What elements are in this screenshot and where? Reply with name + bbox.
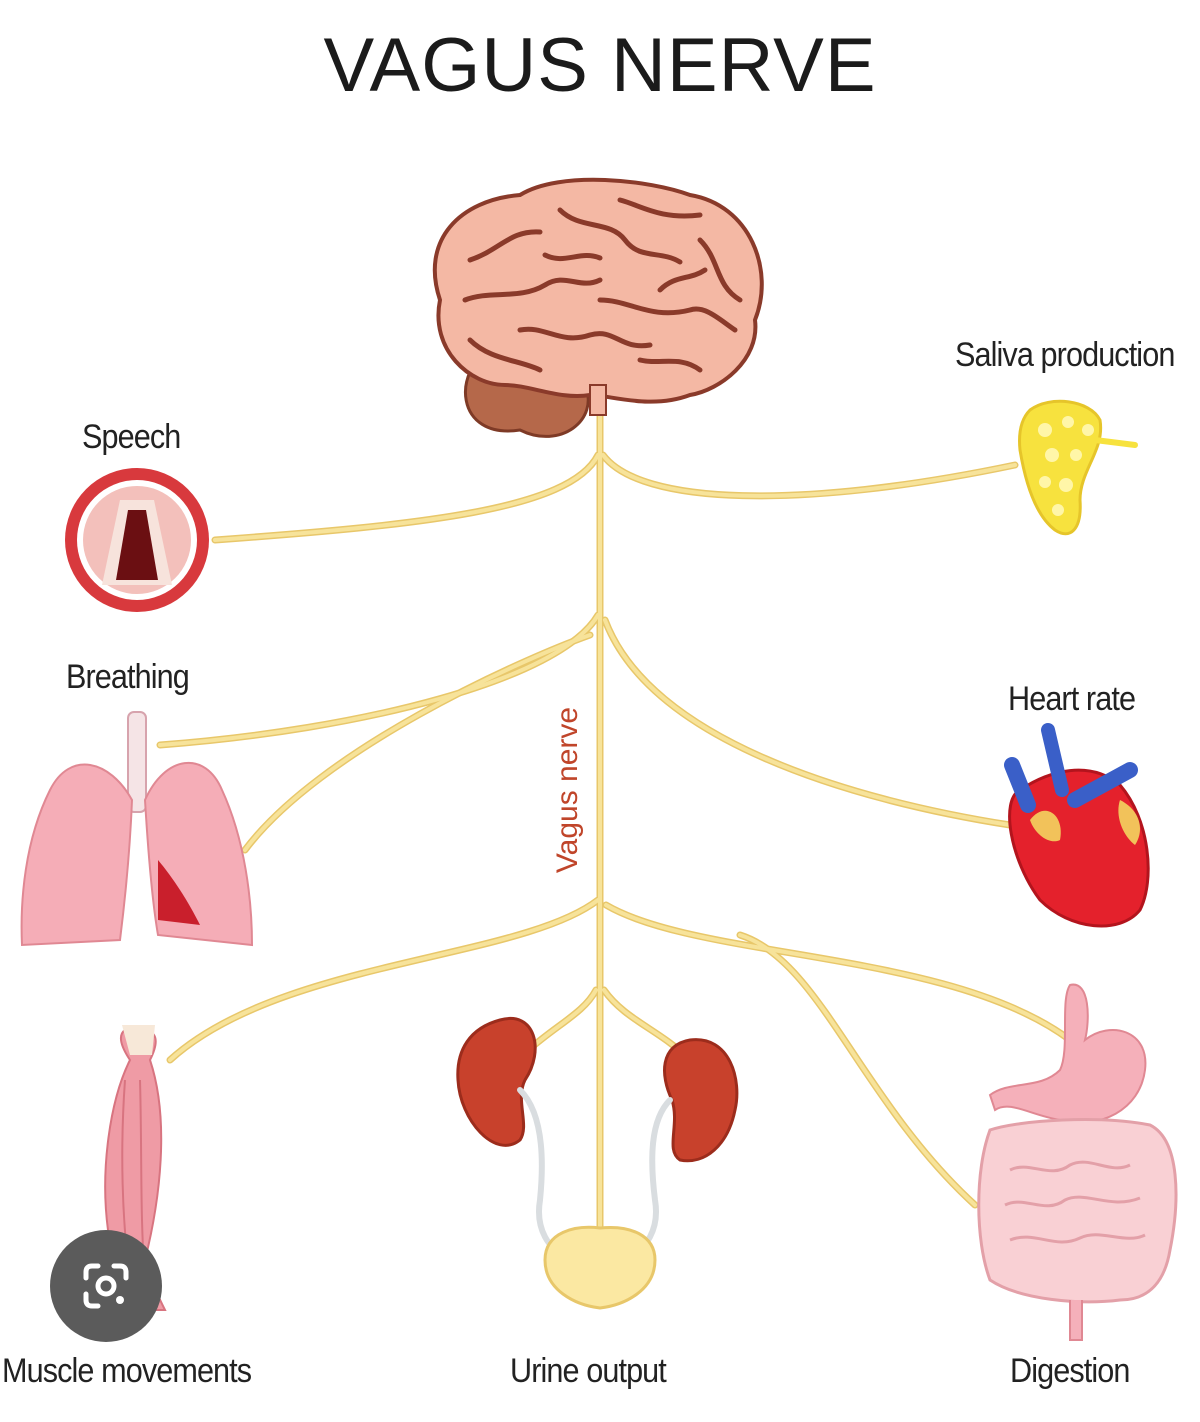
label-saliva-production: Saliva production bbox=[955, 336, 1175, 374]
label-muscle-movements: Muscle movements bbox=[2, 1352, 252, 1390]
heart-illustration bbox=[1004, 723, 1150, 928]
lungs-illustration bbox=[20, 711, 254, 947]
kidneys-illustration bbox=[456, 1016, 739, 1258]
nerve-branches bbox=[156, 391, 1074, 1239]
brain-illustration bbox=[432, 177, 764, 438]
lens-search-button[interactable] bbox=[50, 1230, 162, 1342]
label-breathing: Breathing bbox=[66, 658, 190, 696]
label-digestion: Digestion bbox=[1010, 1352, 1130, 1390]
salivary-gland-illustration bbox=[1018, 399, 1138, 536]
label-urine-output: Urine output bbox=[510, 1352, 667, 1390]
larynx-illustration bbox=[65, 468, 209, 612]
label-heart-rate: Heart rate bbox=[1008, 680, 1136, 718]
google-lens-icon bbox=[83, 1263, 129, 1309]
label-speech: Speech bbox=[82, 418, 181, 456]
nerve-label: Vagus nerve bbox=[551, 707, 584, 873]
diagram-title: VAGUS NERVE bbox=[323, 23, 877, 108]
digestive-system-illustration bbox=[977, 983, 1178, 1341]
bladder-illustration bbox=[543, 1225, 657, 1310]
